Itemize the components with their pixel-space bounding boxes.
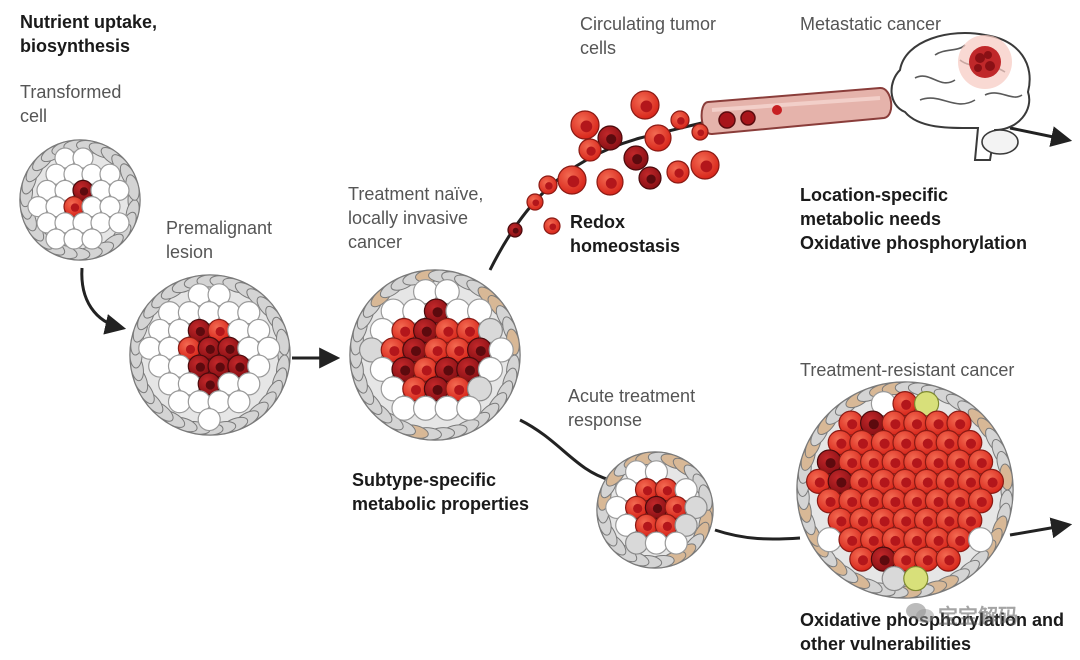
transformed-cell-cluster [19,139,141,261]
transformed-cell-label: Transformed cell [20,82,122,126]
location-specific-label: Location-specific metabolic needs Oxidat… [800,185,1028,253]
redox-homeostasis-label: Redox homeostasis [570,212,681,256]
metastatic-cancer-label: Metastatic cancer [800,14,942,34]
treatment-resistant-label: Treatment-resistant cancer [800,360,1015,380]
acute-treatment-label: Acute treatment response [568,386,696,430]
premalignant-lesion-cluster [129,274,291,436]
blood-vessel [700,87,893,135]
arrow-naive-to-acute [519,418,611,482]
acute-response-cluster [596,451,714,569]
treatment-resistant-cluster [796,381,1014,599]
arrow-acute-to-resistant [714,528,801,541]
arrow-metastatic-exit [1009,126,1073,147]
treatment-naive-label: Treatment naïve, locally invasive cancer [348,184,484,252]
brain-illustration [890,32,1031,161]
watermark-text: 宝宝解码 [938,606,1018,628]
wechat-watermark-icon [906,603,934,623]
flow-arrows [80,103,1073,541]
nutrient-uptake-label: Nutrient uptake, biosynthesis [20,12,158,56]
arrow-resistant-exit [1009,517,1073,539]
subtype-specific-label: Subtype-specific metabolic properties [352,470,530,514]
premalignant-lesion-label: Premalignant lesion [166,218,273,262]
circulating-tumor-cells-label: Circulating tumor cells [580,14,717,58]
arrow-transformed-to-premalignant [80,267,127,335]
circulating-tumor-cells [507,90,720,238]
treatment-naive-cluster [349,269,521,441]
